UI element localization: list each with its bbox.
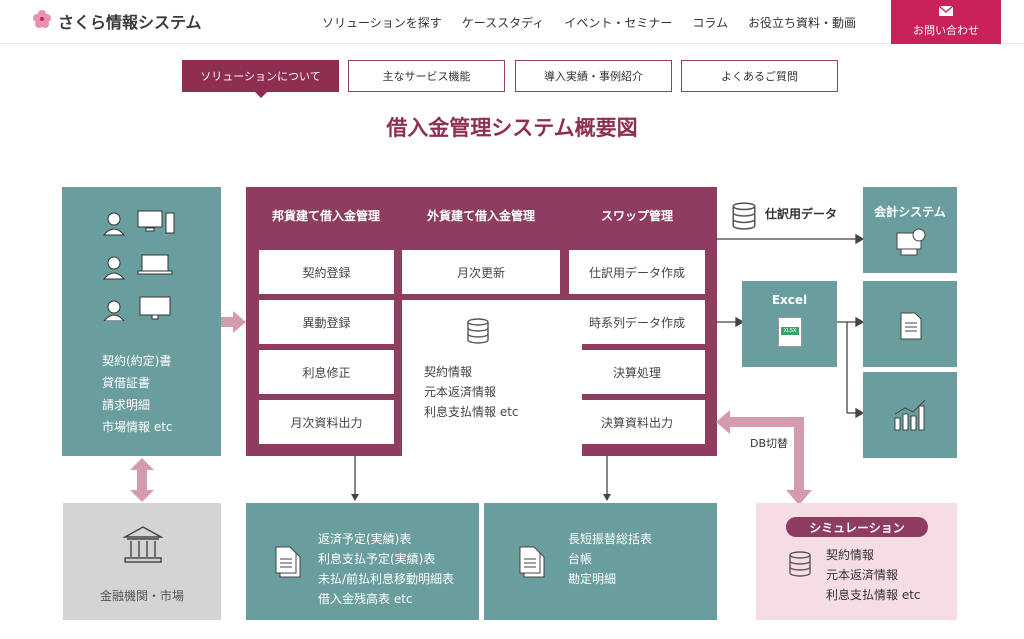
users-devices-icon (102, 210, 175, 321)
input-sources-box: 契約(約定)書 貸借証書 請求明細 市場情報 etc (62, 187, 221, 456)
accounting-system-label: 会計システム (874, 205, 946, 219)
journal-database-icon (732, 202, 756, 230)
doc-loan-certificate: 貸借証書 (102, 376, 151, 390)
documents-icon (275, 546, 301, 578)
info-principal: 元本返済情報 (424, 385, 497, 399)
arrow-right-icon (221, 311, 246, 333)
bank-icon (123, 526, 163, 563)
info-interest: 利息支払情報 etc (424, 405, 519, 419)
item-change-registration: 異動登録 (259, 300, 394, 344)
item-closing-output: 決算資料出力 (569, 400, 705, 444)
active-tab-indicator (255, 92, 267, 98)
logo-text: さくら情報システム (58, 13, 202, 32)
item-monthly-output: 月次資料出力 (259, 400, 394, 444)
down-arrow-icon (603, 456, 611, 501)
journal-data-label: 仕訳用データ (765, 207, 838, 221)
doc-contract: 契約(約定)書 (102, 354, 172, 368)
report-list-2: 長短振替総括表 台帳 勘定明細 (568, 529, 652, 589)
sim-interest: 利息支払情報 etc (826, 588, 921, 602)
sakura-icon (32, 9, 52, 33)
document-icon (900, 312, 922, 340)
col-heading-foreign: 外貨建て借入金管理 (426, 209, 535, 223)
report-box-1: 返済予定(実績)表 利息支払予定(実績)表 未払/前払利息移動明細表 借入金残高… (246, 503, 479, 620)
sim-principal: 元本返済情報 (826, 568, 899, 582)
financial-institution-box: 金融機関・市場 (63, 503, 221, 620)
down-arrow-icon (351, 456, 359, 501)
mail-icon (938, 5, 954, 19)
accounting-terminal-icon (896, 228, 926, 256)
site-header (0, 0, 1024, 44)
main-nav: ソリューションを探す ケーススタディ イベント・セミナー コラム お役立ち資料・… (322, 14, 876, 31)
documents-icon (519, 546, 545, 578)
db-switch-label: DB切替 (750, 437, 789, 450)
bar-chart-icon (894, 399, 926, 431)
database-icon (789, 551, 811, 577)
nav-solutions[interactable]: ソリューションを探す (322, 16, 442, 30)
tab-about[interactable]: ソリューションについて (182, 60, 339, 92)
item-timeseries-data: 時系列データ作成 (569, 300, 705, 344)
foreign-info-box: 契約情報 元本返済情報 利息支払情報 etc (402, 300, 582, 462)
database-icon (467, 318, 489, 344)
tab-faq[interactable]: よくあるご質問 (681, 60, 838, 92)
doc-invoice: 請求明細 (102, 398, 151, 412)
report-ledger: 台帳 (568, 552, 593, 566)
sim-contract: 契約情報 (826, 548, 875, 562)
item-interest-correction: 利息修正 (259, 350, 394, 394)
nav-case-study[interactable]: ケーススタディ (461, 16, 545, 30)
input-doc-list: 契約(約定)書 貸借証書 請求明細 市場情報 etc (102, 350, 173, 438)
nav-events[interactable]: イベント・セミナー (564, 16, 673, 30)
item-contract-registration: 契約登録 (259, 250, 394, 294)
report-loan-balance: 借入金残高表 etc (318, 592, 413, 606)
nav-resources[interactable]: お役立ち資料・動画 (747, 16, 856, 30)
tab-features[interactable]: 主なサービス機能 (348, 60, 505, 92)
excel-box: Excel XLSX (742, 281, 837, 367)
report-interest-payment: 利息支払予定(実績)表 (318, 552, 436, 566)
document-output-box (863, 281, 957, 367)
xlsx-badge: XLSX (781, 327, 799, 335)
simulation-box: シミュレーション 契約情報 元本返済情報 利息支払情報 etc (756, 503, 957, 620)
report-account-detail: 勘定明細 (568, 572, 617, 586)
doc-market-info: 市場情報 etc (102, 420, 173, 434)
info-contract: 契約情報 (424, 365, 473, 379)
report-accrued-interest: 未払/前払利息移動明細表 (318, 572, 455, 586)
accounting-system-box: 会計システム (863, 187, 957, 273)
loan-management-system: 邦貨建て借入金管理 外貨建て借入金管理 スワップ管理 契約登録 異動登録 利息修… (246, 187, 717, 462)
db-switch-arrow (716, 410, 812, 505)
tab-cases[interactable]: 導入実績・事例紹介 (515, 60, 672, 92)
item-closing-process: 決算処理 (569, 350, 705, 394)
site-logo[interactable]: さくら情報システム (32, 10, 202, 32)
report-box-2: 長短振替総括表 台帳 勘定明細 (484, 503, 717, 620)
nav-column[interactable]: コラム (692, 16, 728, 30)
contact-label: お問い合わせ (913, 24, 979, 37)
report-transfer-summary: 長短振替総括表 (568, 532, 653, 546)
bidirectional-arrow-icon (130, 458, 154, 502)
report-list-1: 返済予定(実績)表 利息支払予定(実績)表 未払/前払利息移動明細表 借入金残高… (318, 529, 454, 609)
page-title: 借入金管理システム概要図 (386, 116, 638, 140)
right-connectors (716, 233, 865, 419)
col-heading-swap: スワップ管理 (600, 209, 673, 223)
xlsx-file-icon: XLSX (778, 317, 802, 347)
chart-output-box (863, 372, 957, 458)
simulation-list: 契約情報 元本返済情報 利息支払情報 etc (826, 545, 921, 605)
bank-label: 金融機関・市場 (99, 589, 184, 603)
excel-label: Excel (771, 293, 808, 307)
report-repayment: 返済予定(実績)表 (318, 532, 412, 546)
item-monthly-update: 月次更新 (402, 250, 560, 294)
item-journal-data: 仕訳用データ作成 (569, 250, 705, 294)
col-heading-domestic: 邦貨建て借入金管理 (271, 209, 380, 223)
contact-button[interactable]: お問い合わせ (891, 0, 1001, 44)
simulation-title: シミュレーション (786, 517, 928, 537)
